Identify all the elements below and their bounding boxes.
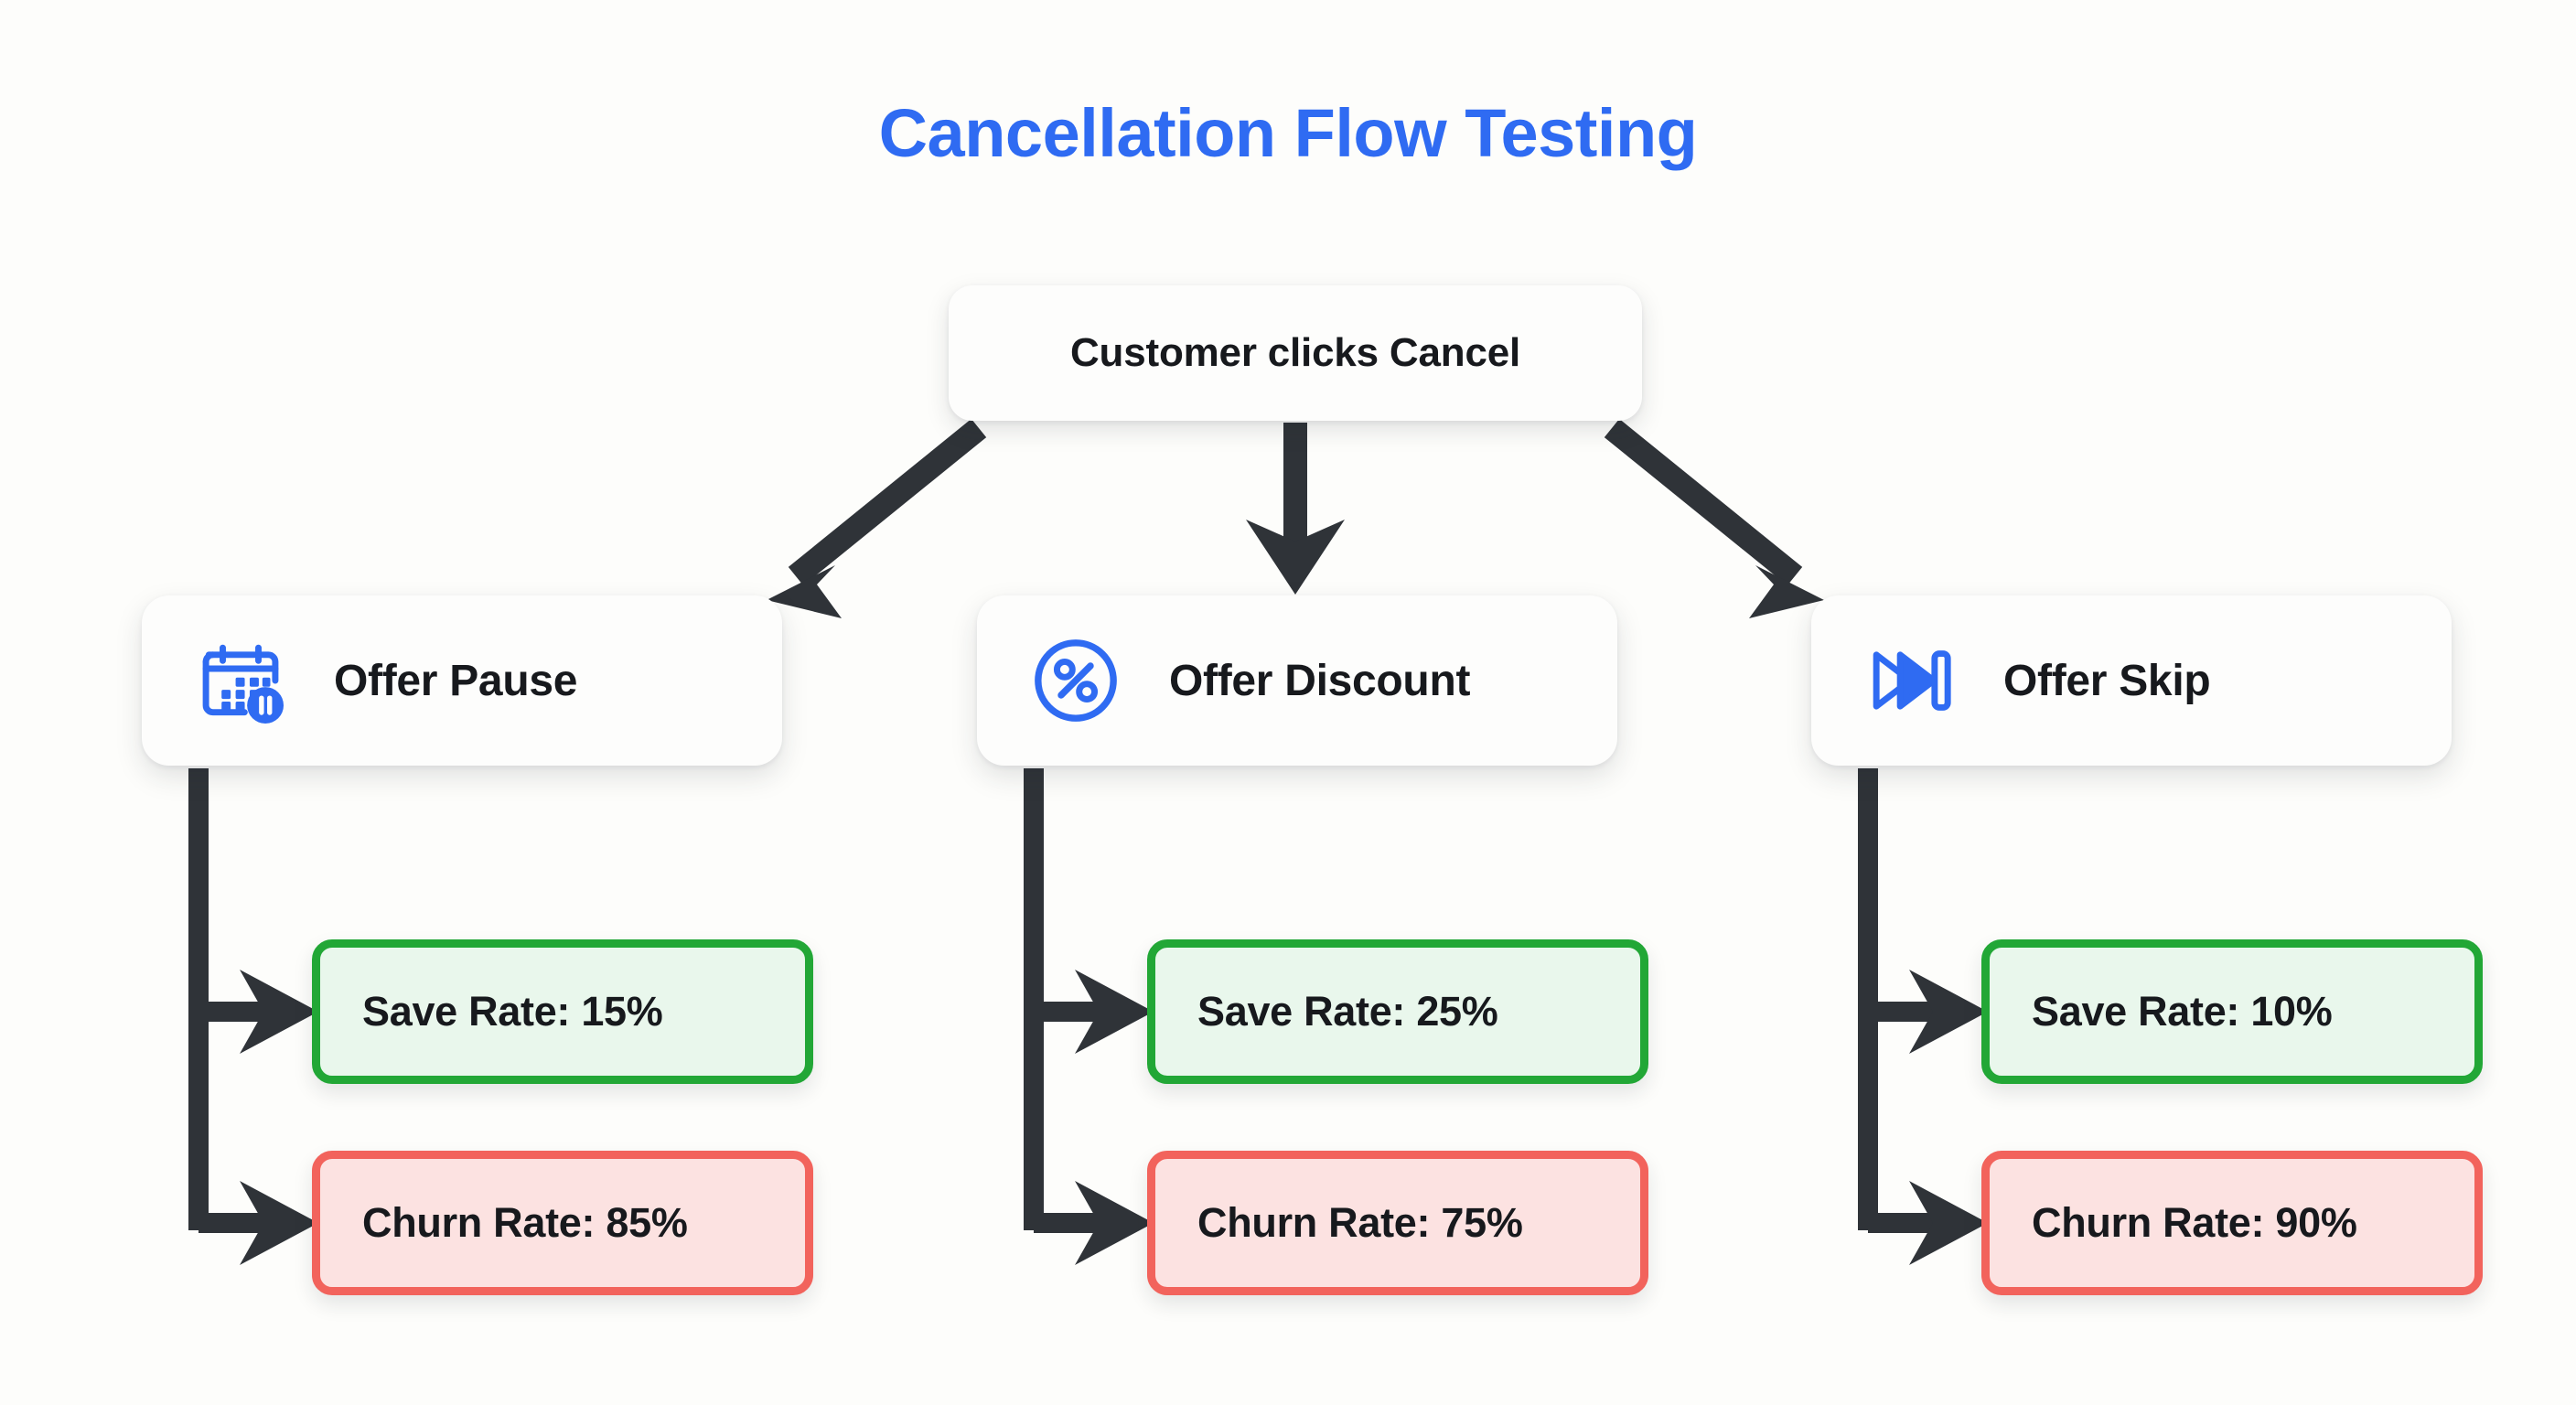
connector-root-to-discount bbox=[1246, 423, 1345, 595]
node-offer-pause[interactable]: Offer Pause bbox=[142, 595, 782, 766]
offer-skip-label: Offer Skip bbox=[2003, 656, 2211, 705]
metric-discount-churn-rate[interactable]: Churn Rate: 75% bbox=[1147, 1151, 1648, 1295]
connector-pause-to-metrics bbox=[188, 768, 318, 1265]
offer-discount-label: Offer Discount bbox=[1169, 656, 1471, 705]
skip-forward-icon bbox=[1873, 650, 1951, 711]
metric-discount-save-rate[interactable]: Save Rate: 25% bbox=[1147, 939, 1648, 1084]
offer-pause-label: Offer Pause bbox=[334, 656, 578, 705]
connector-skip-to-metrics bbox=[1858, 768, 1988, 1265]
connector-discount-to-metrics bbox=[1024, 768, 1154, 1265]
node-offer-discount[interactable]: Offer Discount bbox=[977, 595, 1617, 766]
root-node-label: Customer clicks Cancel bbox=[1069, 330, 1521, 375]
metric-skip-save-rate[interactable]: Save Rate: 10% bbox=[1981, 939, 2483, 1084]
metric-skip-churn-rate[interactable]: Churn Rate: 90% bbox=[1981, 1151, 2483, 1295]
calendar-pause-icon bbox=[202, 644, 284, 724]
metric-label: Churn Rate: 85% bbox=[362, 1199, 688, 1246]
connector-root-to-skip bbox=[1604, 418, 1824, 618]
metric-label: Save Rate: 10% bbox=[2032, 988, 2333, 1035]
node-offer-skip[interactable]: Offer Skip bbox=[1811, 595, 2452, 766]
metric-label: Churn Rate: 90% bbox=[2032, 1199, 2357, 1246]
metric-label: Save Rate: 15% bbox=[362, 988, 663, 1035]
node-customer-clicks-cancel[interactable]: Customer clicks Cancel bbox=[949, 285, 1642, 421]
metric-pause-save-rate[interactable]: Save Rate: 15% bbox=[312, 939, 813, 1084]
metric-pause-churn-rate[interactable]: Churn Rate: 85% bbox=[312, 1151, 813, 1295]
percent-circle-icon bbox=[1035, 639, 1117, 722]
metric-label: Churn Rate: 75% bbox=[1197, 1199, 1523, 1246]
connector-root-to-pause bbox=[767, 418, 987, 618]
page-title: Cancellation Flow Testing bbox=[878, 95, 1698, 171]
metric-label: Save Rate: 25% bbox=[1197, 988, 1498, 1035]
